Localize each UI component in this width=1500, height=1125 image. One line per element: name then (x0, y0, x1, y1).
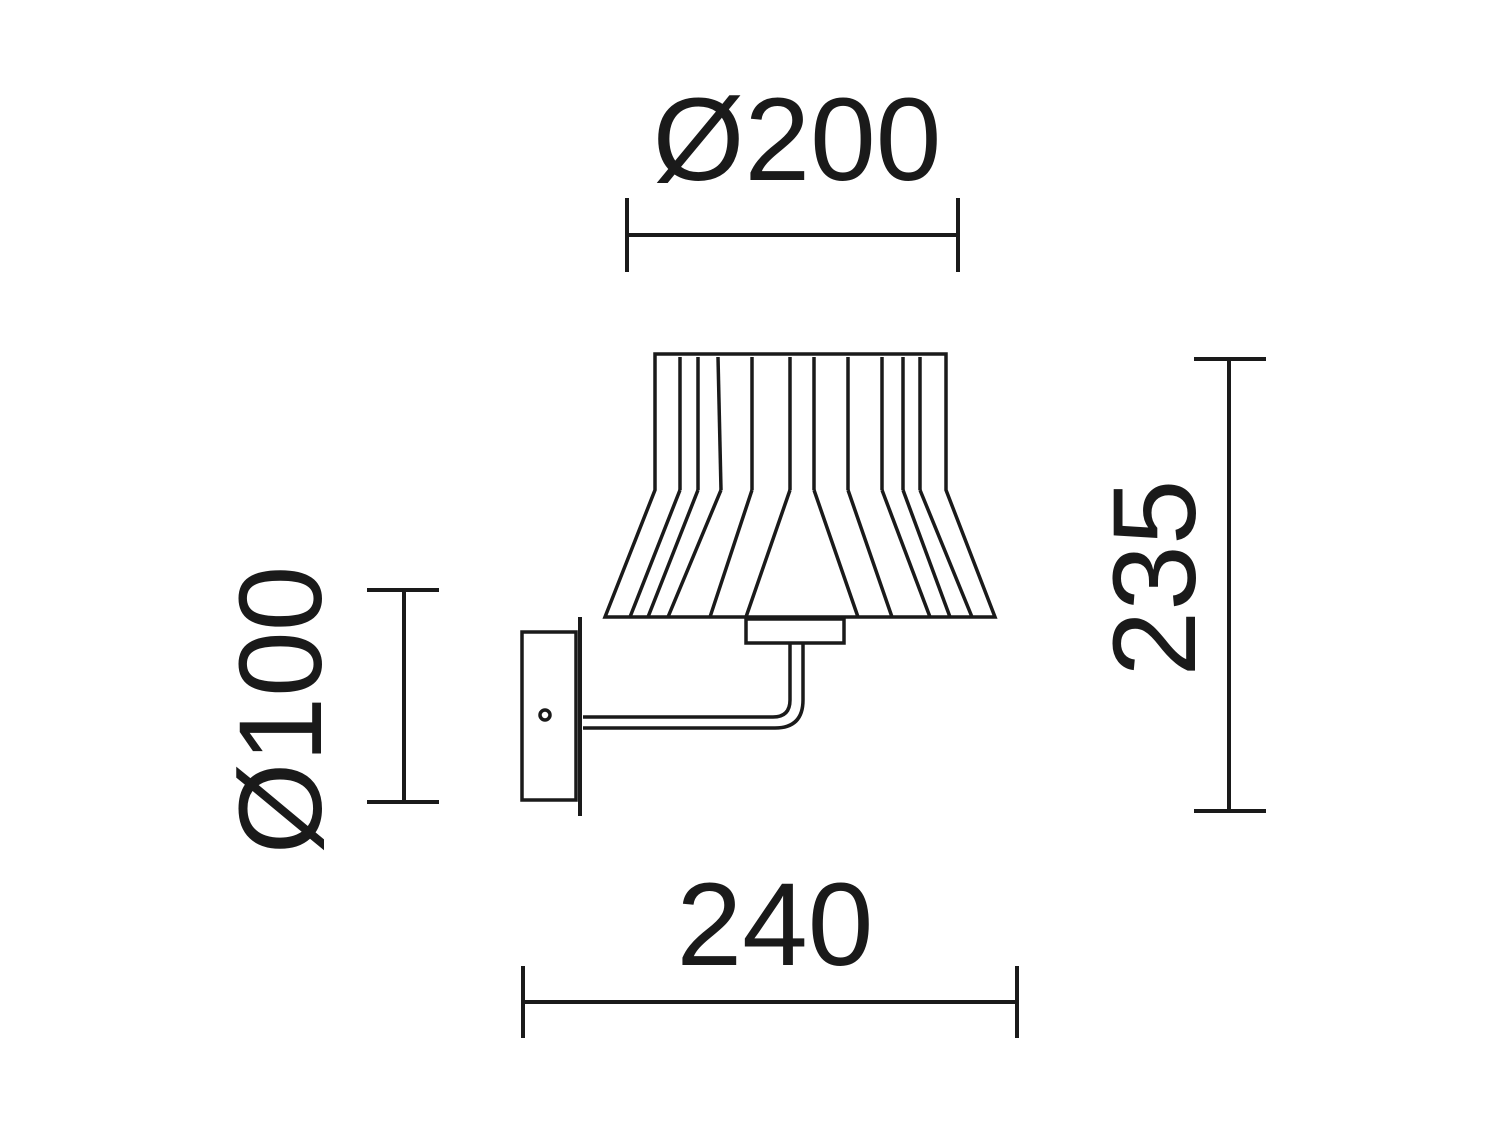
wall-base-plate (520, 630, 578, 802)
wall-base (520, 617, 582, 816)
depth-dimension: 240 (521, 859, 1019, 1038)
pleat (918, 489, 974, 618)
wall-lamp (520, 352, 998, 816)
pleat (744, 489, 792, 618)
pleat (666, 489, 723, 618)
pleat (716, 356, 723, 491)
pleat (646, 489, 700, 618)
base-diameter-dimension: Ø100 (215, 566, 439, 855)
depth-label: 240 (677, 859, 874, 991)
height-dimension: 235 (1089, 357, 1266, 813)
pleat (901, 489, 952, 618)
screw-hole-icon (538, 708, 552, 722)
base-diameter-label: Ø100 (215, 566, 347, 855)
lamp-arm (583, 643, 805, 730)
pleat (880, 489, 932, 618)
shade-diameter-label: Ø200 (653, 74, 942, 206)
height-label: 235 (1089, 480, 1221, 677)
pleat (628, 489, 682, 618)
arm-outer-line (583, 643, 805, 730)
arm-inner-line (583, 643, 792, 719)
shade-outline (602, 352, 998, 619)
shade-diameter-dimension: Ø200 (625, 74, 960, 272)
pleat (846, 489, 894, 618)
lamp-shade (602, 352, 998, 619)
pleat (708, 489, 754, 618)
lamp-holder (744, 617, 846, 645)
pleat (812, 489, 860, 618)
